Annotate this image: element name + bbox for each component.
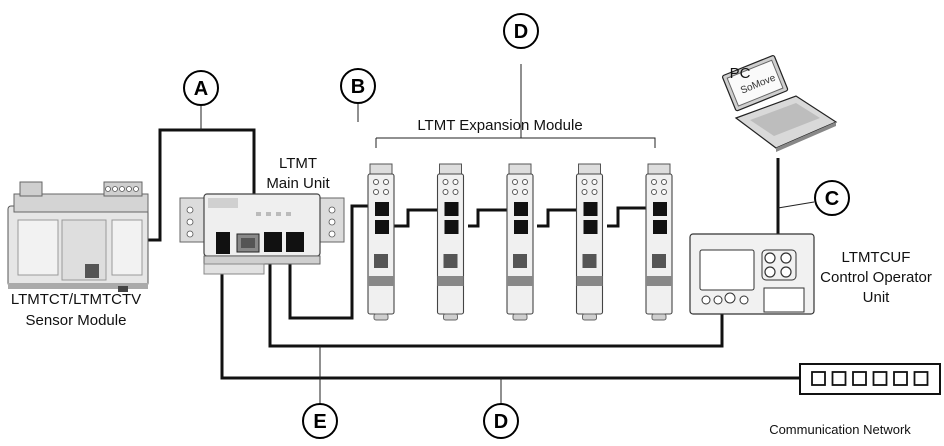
sensor-module-label: LTMTCT/LTMTCTV Sensor Module [11, 291, 141, 329]
control-unit-label-line3: Unit [863, 289, 891, 306]
cable-chain-2 [468, 208, 515, 228]
cable-chain-4 [607, 206, 655, 228]
sensor-module-label-line1: LTMTCT/LTMTCTV [11, 291, 141, 308]
network-port-2 [831, 371, 847, 386]
expansion-modules [367, 163, 673, 321]
cable-d [220, 262, 800, 380]
callout-leaders [200, 104, 815, 406]
pc-laptop: SoMove [722, 55, 838, 152]
control-operator-unit-device [689, 233, 815, 315]
sensor-module-device [7, 181, 149, 292]
sensor-module-label-line2: Sensor Module [26, 312, 127, 329]
callout-a: A [183, 70, 219, 106]
callout-d-bottom: D [483, 403, 519, 439]
callout-d-top: D [503, 13, 539, 49]
callout-c: C [814, 180, 850, 216]
callout-c-letter: C [825, 188, 839, 210]
network-port-4 [872, 371, 888, 386]
expansion-module-3 [506, 163, 534, 321]
main-unit-label: LTMT Main Unit [266, 155, 330, 192]
control-unit-label-line1: LTMTCUF [842, 249, 911, 266]
cable-e [268, 262, 724, 348]
main-unit-label-line2: Main Unit [266, 175, 330, 192]
network-port-6 [913, 371, 929, 386]
network-ports [811, 371, 929, 386]
network-port-1 [811, 371, 826, 386]
main-unit-label-line1: LTMT [279, 155, 317, 172]
pc-label: PC [730, 65, 751, 82]
communication-network-label: Communication Network [769, 422, 911, 437]
cable-b [288, 204, 368, 320]
expansion-module-5 [645, 163, 673, 321]
callout-b-letter: B [351, 76, 365, 98]
callout-a-letter: A [194, 78, 208, 100]
cable-chain-1 [392, 208, 446, 228]
callout-d-bottom-letter: D [494, 411, 508, 433]
callout-d-top-letter: D [514, 21, 528, 43]
expansion-module-label: LTMT Expansion Module [417, 117, 582, 134]
network-port-5 [893, 371, 908, 386]
control-unit-label: LTMTCUF Control Operator Unit [820, 249, 932, 306]
control-unit-label-line2: Control Operator [820, 269, 932, 286]
network-port-3 [852, 371, 867, 386]
cables [148, 128, 800, 380]
expansion-module-2 [436, 163, 465, 321]
cable-a [148, 128, 256, 242]
callout-e-letter: E [313, 411, 326, 433]
expansion-module-4 [575, 163, 604, 321]
callout-b: B [340, 68, 376, 104]
callout-e: E [302, 403, 338, 439]
expansion-module-1 [367, 163, 395, 321]
expansion-bracket: LTMT Expansion Module [375, 64, 656, 148]
cable-chain-3 [537, 208, 585, 228]
communication-network-switch [799, 363, 941, 395]
main-unit-device [179, 193, 345, 275]
